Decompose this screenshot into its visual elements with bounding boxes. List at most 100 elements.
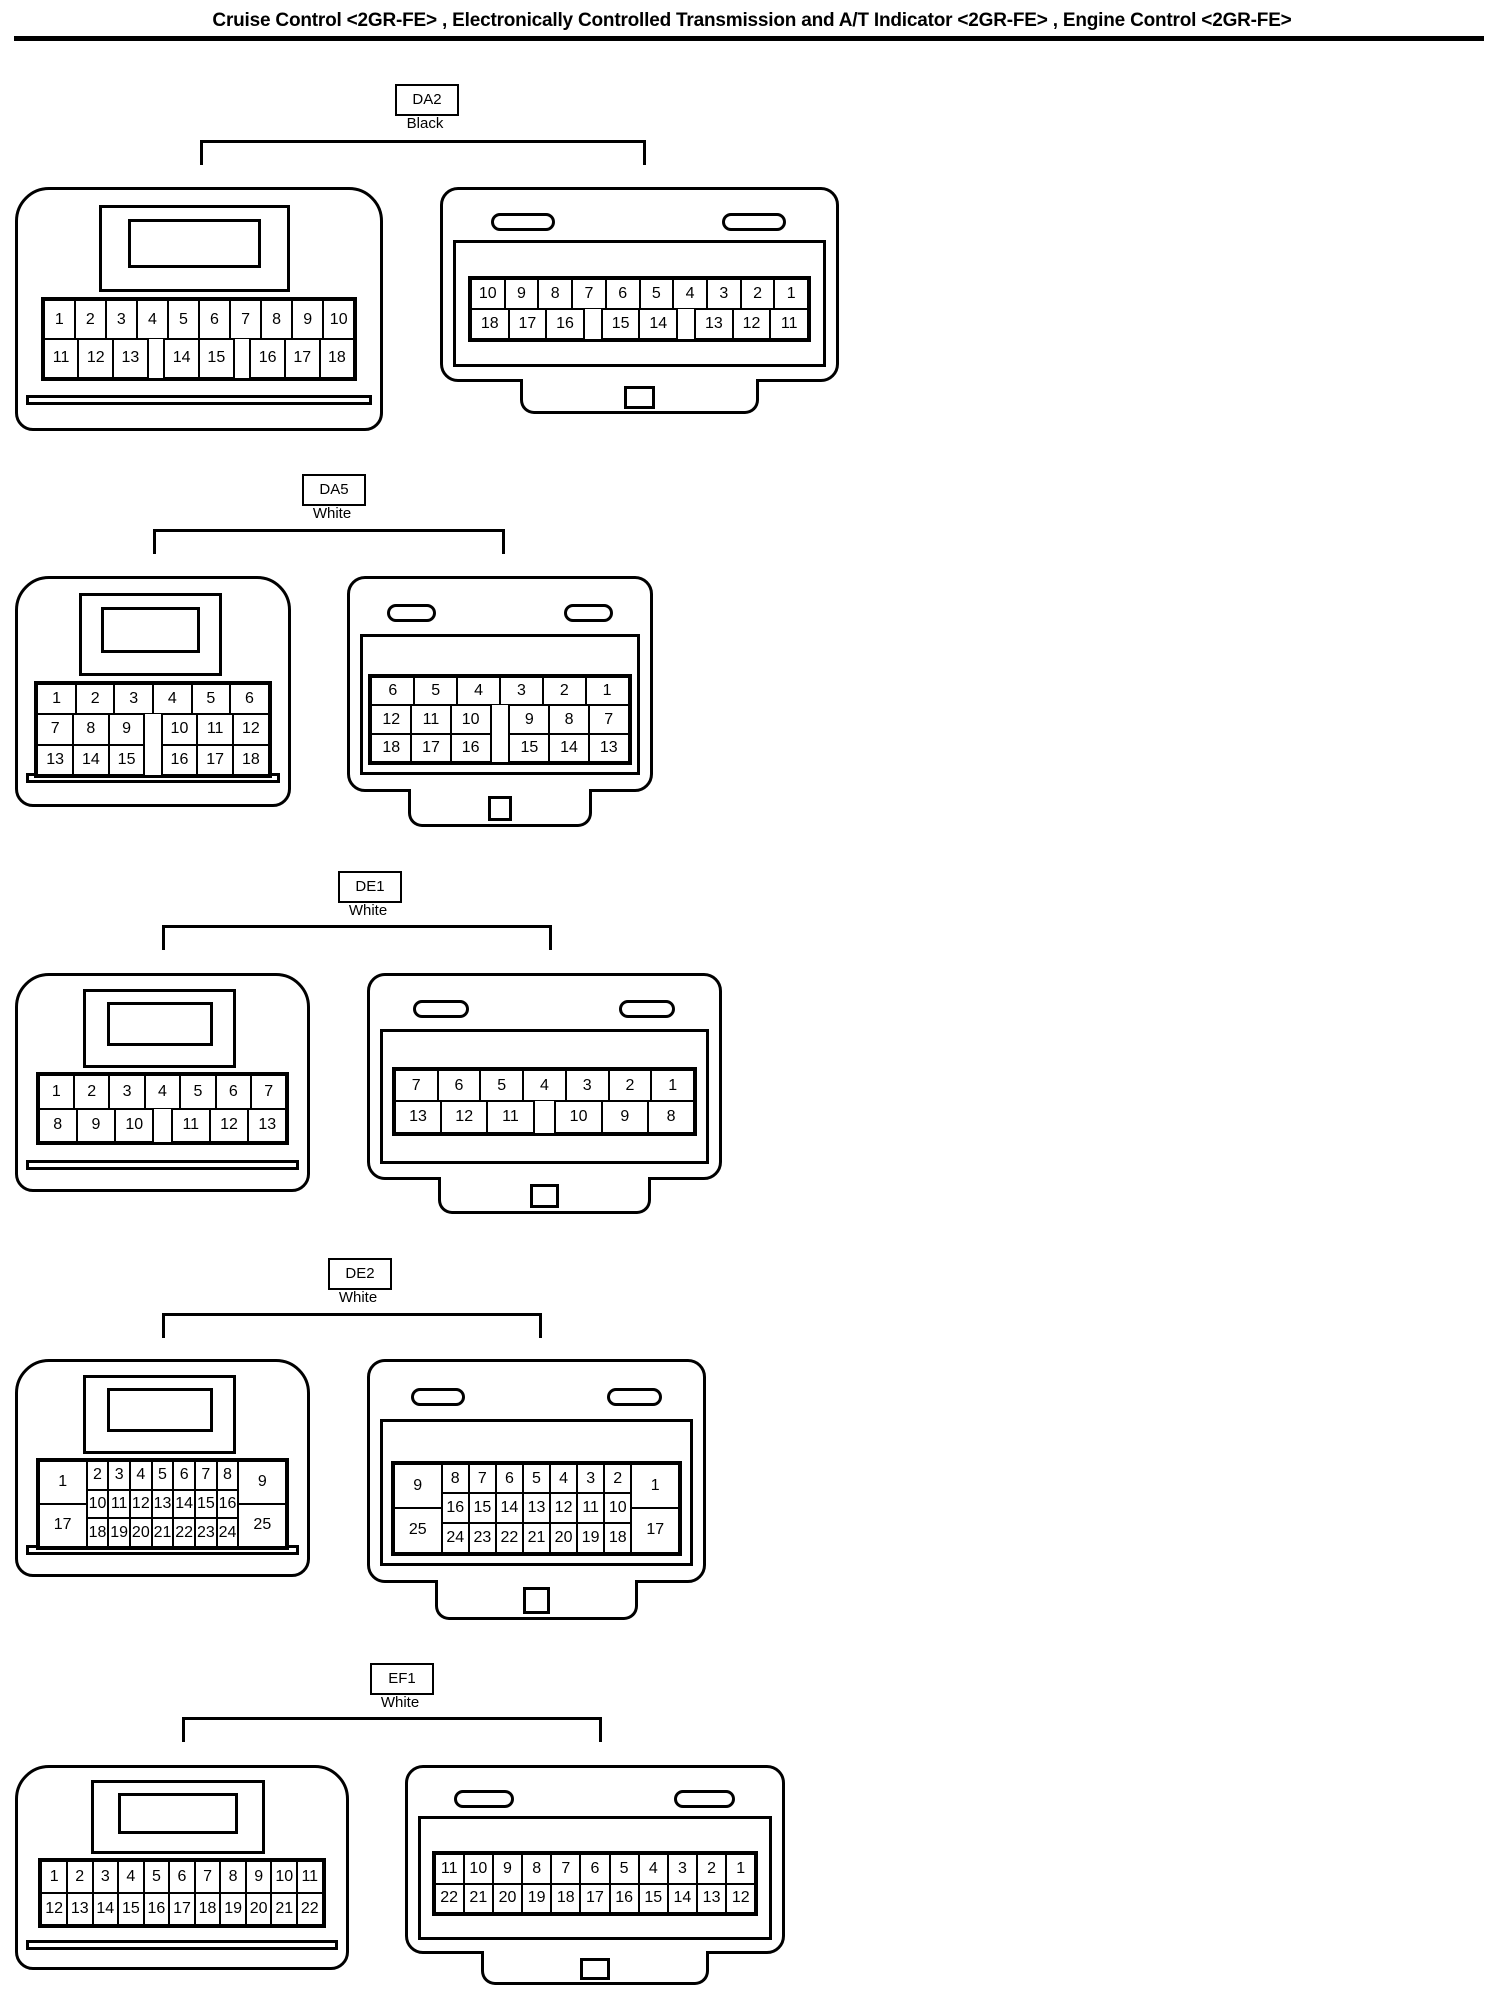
pin-24: 24 <box>441 1522 469 1553</box>
pin-10: 10 <box>470 278 505 310</box>
pin-16: 16 <box>450 733 491 763</box>
bottom-rail <box>26 394 372 405</box>
connector-label-DE2: DE2 <box>328 1258 392 1290</box>
pin-8: 8 <box>538 278 573 310</box>
pin-4: 4 <box>136 300 168 339</box>
pin-5: 5 <box>167 300 199 339</box>
pin-6: 6 <box>230 683 269 715</box>
pin-16: 16 <box>609 1883 639 1913</box>
pin-11: 11 <box>434 1854 464 1884</box>
pin-17: 17 <box>631 1508 680 1553</box>
bottom-rail <box>26 1159 299 1170</box>
pin-8: 8 <box>647 1101 695 1133</box>
pin-14: 14 <box>495 1493 523 1523</box>
pin-11: 11 <box>487 1101 534 1133</box>
connector-bracket <box>162 925 552 950</box>
connector-bracket <box>153 529 505 554</box>
pin-1: 1 <box>38 1075 75 1109</box>
pin-14: 14 <box>173 1489 195 1519</box>
guide-slot <box>607 1388 662 1407</box>
pin-14: 14 <box>92 1893 119 1926</box>
pin-22: 22 <box>495 1522 523 1553</box>
pin-3: 3 <box>667 1854 697 1884</box>
pin-7: 7 <box>250 1075 287 1109</box>
pin-4: 4 <box>129 1460 152 1490</box>
pin-4: 4 <box>457 676 500 706</box>
pin-22: 22 <box>297 1893 323 1926</box>
pin-9: 9 <box>292 300 324 339</box>
pin-15: 15 <box>638 1883 668 1913</box>
pin-10: 10 <box>450 705 491 734</box>
pin-5: 5 <box>522 1463 551 1494</box>
pin-13: 13 <box>588 733 629 763</box>
pin-11: 11 <box>43 338 79 378</box>
pin-23: 23 <box>195 1518 217 1548</box>
pin-6: 6 <box>198 300 231 339</box>
pin-3: 3 <box>114 683 153 715</box>
pin-3: 3 <box>577 1463 605 1494</box>
pin-16: 16 <box>441 1493 469 1523</box>
pin-6: 6 <box>605 278 640 310</box>
pin-1: 1 <box>774 278 809 310</box>
pin-12: 12 <box>726 1883 756 1913</box>
pin-1: 1 <box>726 1854 756 1884</box>
pin-5: 5 <box>480 1070 524 1102</box>
pin-13: 13 <box>66 1893 93 1926</box>
lock-tab <box>100 606 201 653</box>
guide-slot <box>453 1790 515 1808</box>
pin-18: 18 <box>319 338 355 378</box>
pin-5: 5 <box>639 278 674 310</box>
key-slot <box>147 338 165 378</box>
pin-9: 9 <box>108 714 145 745</box>
pin-13: 13 <box>37 744 74 776</box>
pin-9: 9 <box>76 1108 116 1142</box>
pin-17: 17 <box>508 309 547 340</box>
pin-9: 9 <box>509 705 550 734</box>
pin-13: 13 <box>394 1101 442 1133</box>
pin-7: 7 <box>588 705 629 734</box>
pin-3: 3 <box>706 278 741 310</box>
pin-4: 4 <box>118 1861 144 1894</box>
key-slot <box>583 309 602 340</box>
pin-2: 2 <box>75 683 115 715</box>
pin-12: 12 <box>78 338 114 378</box>
pin-13: 13 <box>697 1883 727 1913</box>
pin-12: 12 <box>732 309 771 340</box>
pin-20: 20 <box>245 1893 272 1926</box>
pin-17: 17 <box>284 338 320 378</box>
pin-1: 1 <box>651 1070 695 1102</box>
pin-9: 9 <box>504 278 539 310</box>
pin-19: 19 <box>220 1893 246 1926</box>
pin-11: 11 <box>297 1861 323 1894</box>
connector-label-DA2: DA2 <box>395 84 459 116</box>
pin-10: 10 <box>555 1101 602 1133</box>
pin-3: 3 <box>108 1460 130 1490</box>
lock-button <box>579 1958 611 1981</box>
pin-10: 10 <box>323 300 355 339</box>
pin-5: 5 <box>414 676 458 706</box>
connector-color-DE2: White <box>338 1289 378 1306</box>
lock-button <box>623 386 656 409</box>
